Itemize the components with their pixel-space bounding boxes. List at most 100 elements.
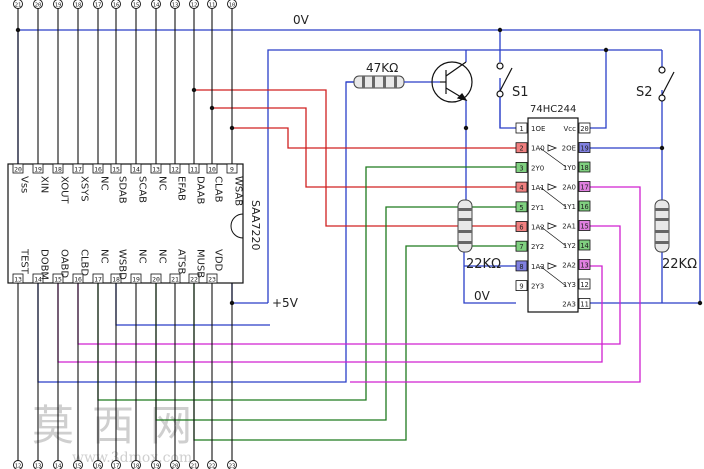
saa7220-pin-number: 16 [94, 166, 102, 174]
saa7220-outer-pin [170, 460, 180, 469]
saa7220-pin-box [72, 273, 84, 284]
resistor-22k-left-label: 22KΩ [466, 257, 501, 272]
saa7220-outer-pin [131, 460, 141, 469]
saa7220-outer-pin-number: 22 [209, 464, 216, 469]
hc244-pin-box [578, 200, 591, 212]
saa7220-pin-box [32, 163, 44, 174]
saa7220-outer-pin [53, 460, 63, 469]
saa7220-pin-label: Vss [19, 176, 30, 193]
saa7220-pin-number: 17 [74, 166, 82, 174]
buffer-line [539, 265, 567, 287]
saa7220-pin-label: CLBD [79, 249, 90, 276]
hc244-pin-label: 1Y1 [563, 203, 576, 211]
hc244-pin-number: 1 [519, 125, 523, 133]
watermark-char: 莫 [32, 401, 74, 450]
saa7220-pin-label: XSYS [79, 176, 90, 202]
hc244-pin-label: 1Y3 [563, 281, 576, 289]
watermark-url: www.3dmox.com [72, 450, 192, 466]
buffer-symbol [547, 222, 558, 230]
hc244-pin-number: 2 [519, 145, 523, 153]
saa7220-pin-box [130, 273, 142, 284]
saa7220-pin-number: 22 [190, 276, 198, 284]
saa7220-outer-pin [227, 460, 237, 469]
hc244-pin-label: 2Y2 [531, 243, 544, 251]
saa7220-outer-pin [73, 0, 83, 9]
hc244-pin-box [578, 142, 591, 153]
saa7220-pin-label: MUSB [195, 249, 206, 278]
hc244-pin-number: 11 [580, 301, 588, 309]
saa7220-pin-number: 13 [152, 166, 160, 174]
saa7220-body [7, 163, 244, 284]
watermark-char: 西 [92, 401, 134, 450]
rail-0v-top: 0V [293, 13, 310, 27]
saa7220-pin-label: TEST [19, 248, 30, 275]
saa7220-outer-pin-number: 13 [35, 464, 42, 469]
hc244-pin-label: 1A3 [531, 263, 545, 271]
saa7220-outer-pin-number: 12 [15, 464, 22, 469]
saa7220-pin-number: 21 [171, 276, 179, 284]
saa7220-outer-pin-number: 14 [153, 3, 160, 9]
saa7220-outer-pin [170, 0, 180, 9]
hc244-pin-label: 1A2 [531, 224, 545, 232]
hc244-pin-box [515, 260, 528, 272]
hc244-pin-label: 2A2 [562, 262, 576, 270]
hc244-pin-number: 7 [519, 243, 523, 251]
saa7220-outer-pin [13, 460, 23, 469]
hc244-pin-label: 2A3 [562, 301, 576, 309]
saa7220-pin-number: 20 [152, 276, 160, 284]
saa7220-pin-label: SCAB [137, 176, 148, 203]
watermark-char: 网 [150, 401, 192, 450]
hc244-pin-number: 18 [580, 164, 588, 172]
saa7220-pin-box [169, 273, 181, 284]
saa7220-pin-number: 16 [74, 276, 82, 284]
saa7220-pin-number: 20 [14, 166, 22, 174]
hc244-pin-number: 13 [580, 262, 588, 270]
saa7220-outer-pin [151, 460, 161, 469]
saa7220-pin-box [110, 273, 122, 284]
saa7220-pin-number: 13 [14, 276, 22, 284]
saa7220-outer-pin-number: 15 [133, 3, 140, 9]
saa7220-pin-number: 23 [208, 276, 216, 284]
hc244-pin-box [578, 239, 591, 251]
saa7220-outer-pin [207, 0, 217, 9]
saa7220-pin-box [169, 163, 181, 174]
saa7220-pin-number: 10 [208, 166, 216, 174]
saa7220-pin-box [72, 163, 84, 174]
hc244-pin-box [515, 142, 528, 154]
hc244-name: 74HC244 [530, 104, 576, 115]
saa7220-pin-label: XIN [39, 176, 50, 193]
saa7220-pin-box [206, 273, 218, 284]
hc244-pin-number: 14 [580, 242, 588, 250]
hc244-pin-box [578, 161, 591, 173]
hc244-pin-label: 2A0 [562, 184, 576, 192]
hc244-pin-box [578, 220, 591, 231]
saa7220-outer-pin [33, 0, 43, 9]
saa7220-pin-number: 19 [34, 166, 42, 174]
hc244-pin-label: 2OE [562, 145, 576, 153]
saa7220-pin-label: VDD [213, 249, 224, 272]
saa7220-pin-number: 18 [112, 276, 120, 284]
hc244-pin-number: 4 [519, 184, 523, 192]
saa7220-pin-label: NC [157, 249, 168, 263]
saa7220-outer-pin [227, 0, 237, 9]
saa7220-pin-label: CLAB [213, 176, 224, 203]
saa7220-pin-number: 11 [190, 166, 198, 174]
junction-dots [15, 27, 703, 306]
transistor [431, 61, 473, 103]
saa7220-pin-number: 19 [132, 276, 140, 284]
saa7220-pin-label: EFAB [176, 176, 187, 201]
buffer-symbol [547, 144, 558, 152]
saa7220-pin-label: NC [157, 176, 168, 190]
saa7220-pin-box [12, 163, 24, 174]
resistor-47k [346, 75, 440, 89]
buffer-symbol [547, 262, 558, 270]
hc244-pin-number: 16 [580, 203, 588, 211]
saa7220-pin-number: 15 [112, 166, 120, 174]
saa7220-pin-box [130, 163, 142, 174]
saa7220-outer-pin-number: 18 [75, 3, 82, 9]
saa7220-pin-box [92, 163, 104, 174]
saa7220-pin-number: 12 [171, 166, 179, 174]
saa7220-pin-box [52, 273, 64, 284]
buffer-line [539, 186, 567, 208]
